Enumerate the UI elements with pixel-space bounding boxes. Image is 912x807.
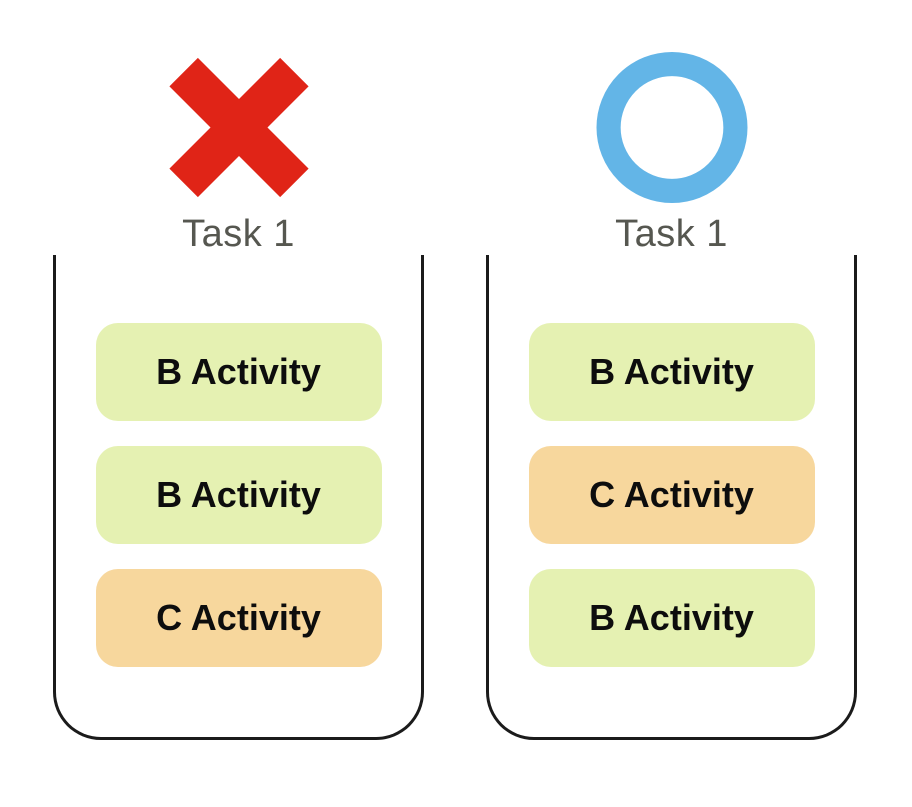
task-title: Task 1 [615, 213, 728, 255]
activity-box: C Activity [95, 569, 382, 667]
x-mark-icon [163, 52, 314, 203]
circle-icon [596, 52, 747, 203]
task-stack-container: B Activity B Activity C Activity [53, 255, 424, 740]
activity-box: C Activity [528, 446, 815, 544]
activity-box: B Activity [528, 569, 815, 667]
activity-box: B Activity [95, 323, 382, 421]
activity-box: B Activity [528, 323, 815, 421]
task-stack-container: B Activity C Activity B Activity [486, 255, 857, 740]
activity-box: B Activity [95, 446, 382, 544]
task-title: Task 1 [182, 213, 295, 255]
incorrect-task-panel: Task 1 B Activity B Activity C Activity [53, 0, 424, 807]
correct-task-panel: Task 1 B Activity C Activity B Activity [486, 0, 857, 807]
